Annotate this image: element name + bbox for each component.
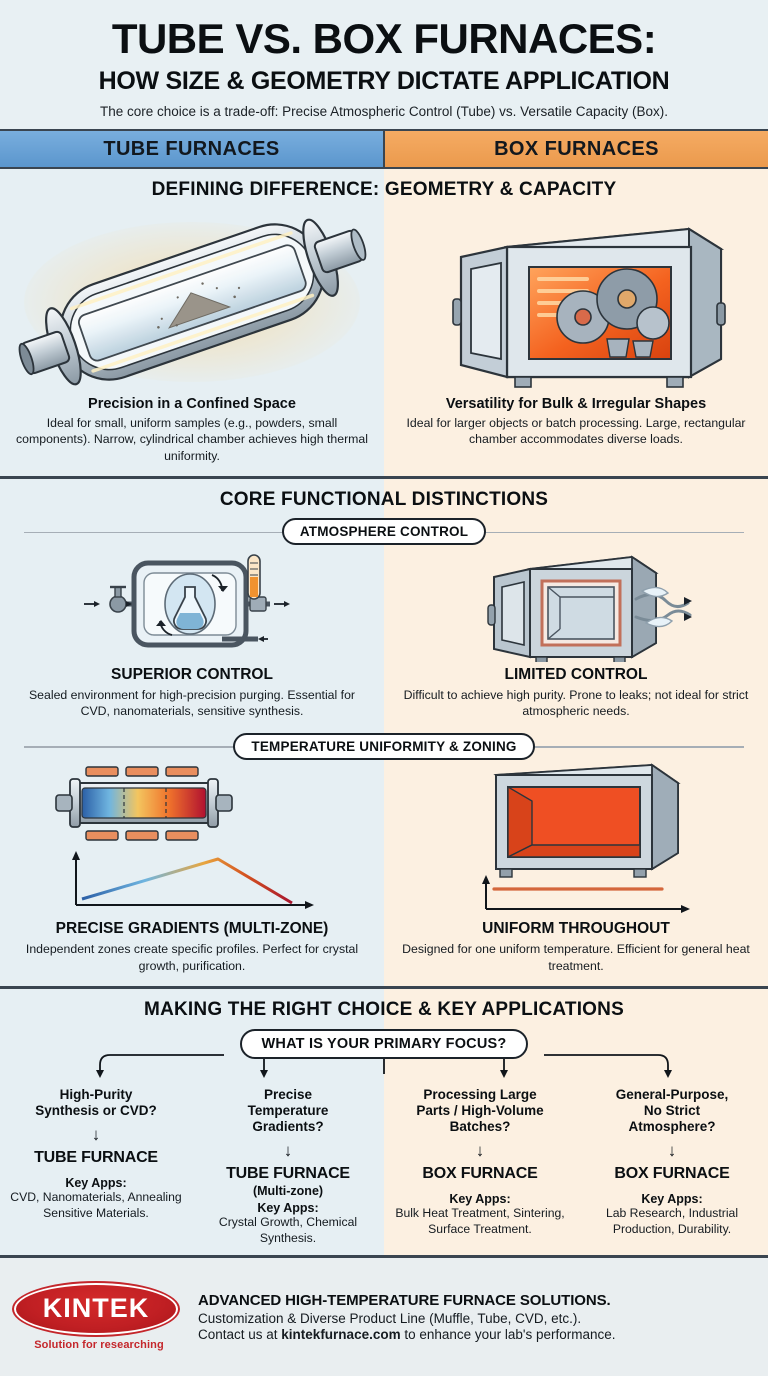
- key-apps-body: Lab Research, Industrial Production, Dur…: [605, 1206, 739, 1236]
- temperature-box-pane: UNIFORM THROUGHOUT Designed for one unif…: [384, 761, 768, 986]
- decision-branches: High-Purity Synthesis or CVD? ↓ TUBE FUR…: [0, 1087, 768, 1247]
- section-choice: MAKING THE RIGHT CHOICE & KEY APPLICATIO…: [0, 988, 768, 1255]
- footer-website-link[interactable]: kintekfurnace.com: [281, 1326, 401, 1342]
- uniform-box-chamber-icon: [384, 761, 768, 916]
- branch-answer: BOX FURNACE: [422, 1165, 538, 1183]
- footer-contact-post: to enhance your lab's performance.: [400, 1326, 616, 1342]
- section-divider-2: [0, 985, 768, 989]
- key-apps-body: CVD, Nanomaterials, Annealing Sensitive …: [10, 1190, 182, 1220]
- key-apps-body: Crystal Growth, Chemical Synthesis.: [218, 1215, 358, 1245]
- section-geometry: DEFINING DIFFERENCE: GEOMETRY & CAPACITY: [0, 169, 768, 476]
- geometry-tube-caption: Precision in a Confined Space Ideal for …: [0, 392, 384, 476]
- atmosphere-pill: ATMOSPHERE CONTROL: [281, 518, 487, 546]
- section-choice-title: MAKING THE RIGHT CHOICE & KEY APPLICATIO…: [144, 998, 624, 1020]
- temperature-tube-pane: PRECISE GRADIENTS (MULTI-ZONE) Independe…: [0, 761, 384, 986]
- atmosphere-tube-pane: SUPERIOR CONTROL Sealed environment for …: [0, 546, 384, 732]
- temperature-pill: TEMPERATURE UNIFORMITY & ZONING: [233, 732, 535, 760]
- temperature-box-body: Designed for one uniform temperature. Ef…: [402, 942, 750, 973]
- atmosphere-box-caption: LIMITED CONTROL Difficult to achieve hig…: [384, 662, 768, 731]
- section-divider-1: [0, 475, 768, 479]
- atmosphere-box-pane: LIMITED CONTROL Difficult to achieve hig…: [384, 546, 768, 732]
- kintek-logo: KINTEK Solution for researching: [12, 1280, 184, 1351]
- section-core: CORE FUNCTIONAL DISTINCTIONS ATMOSPHERE …: [0, 478, 768, 986]
- branch-answer: BOX FURNACE: [614, 1165, 730, 1183]
- atmosphere-pill-row: ATMOSPHERE CONTROL: [0, 517, 768, 547]
- section-core-title: CORE FUNCTIONAL DISTINCTIONS: [219, 488, 549, 510]
- hero-header: TUBE VS. BOX FURNACES: HOW SIZE & GEOMET…: [0, 0, 768, 130]
- branch-question: Precise Temperature Gradients?: [247, 1086, 329, 1135]
- sealed-chamber-diagram-icon: [0, 547, 384, 662]
- tree-connectors: [0, 1053, 768, 1087]
- atmosphere-box-heading: LIMITED CONTROL: [504, 665, 648, 683]
- multizone-tube-gradient-icon: [0, 761, 384, 916]
- column-header-tube: TUBE FURNACES: [0, 131, 385, 168]
- branch-question: General-Purpose, No Strict Atmosphere?: [615, 1086, 729, 1135]
- key-apps-label: Key Apps:: [65, 1176, 127, 1191]
- down-arrow-icon: ↓: [475, 1141, 485, 1161]
- key-apps-label: Key Apps:: [257, 1201, 319, 1216]
- page-title: TUBE VS. BOX FURNACES:: [111, 15, 657, 62]
- tube-furnace-illustration: [0, 207, 384, 392]
- temperature-pill-row: TEMPERATURE UNIFORMITY & ZONING: [0, 731, 768, 762]
- footer: KINTEK Solution for researching ADVANCED…: [0, 1254, 768, 1376]
- primary-focus-pill-row: WHAT IS YOUR PRIMARY FOCUS?: [0, 1027, 768, 1061]
- page-subtitle: HOW SIZE & GEOMETRY DICTATE APPLICATION: [98, 67, 670, 95]
- geometry-box-body: Ideal for larger objects or batch proces…: [406, 416, 746, 447]
- geometry-box-pane: Versatility for Bulk & Irregular Shapes …: [384, 207, 768, 476]
- geometry-box-heading: Versatility for Bulk & Irregular Shapes: [445, 396, 707, 413]
- decision-branch: High-Purity Synthesis or CVD? ↓ TUBE FUR…: [0, 1087, 192, 1247]
- key-apps-body: Bulk Heat Treatment, Sintering, Surface …: [395, 1206, 565, 1236]
- section-geometry-title: DEFINING DIFFERENCE: GEOMETRY & CAPACITY: [151, 179, 617, 201]
- leaky-box-furnace-icon: [384, 547, 768, 662]
- temperature-tube-caption: PRECISE GRADIENTS (MULTI-ZONE) Independe…: [0, 916, 384, 985]
- footer-line-1: ADVANCED HIGH-TEMPERATURE FURNACE SOLUTI…: [198, 1291, 611, 1309]
- kintek-tagline: Solution for researching: [34, 1338, 164, 1351]
- branch-question: Processing Large Parts / High-Volume Bat…: [416, 1086, 544, 1135]
- footer-line-2: Customization & Diverse Product Line (Mu…: [198, 1310, 582, 1326]
- down-arrow-icon: ↓: [91, 1125, 101, 1145]
- key-apps-label: Key Apps:: [641, 1192, 703, 1207]
- branch-answer: TUBE FURNACE: [34, 1149, 158, 1167]
- key-apps-label: Key Apps:: [449, 1192, 511, 1207]
- temperature-tube-heading: PRECISE GRADIENTS (MULTI-ZONE): [55, 920, 329, 938]
- temperature-tube-body: Independent zones create specific profil…: [25, 942, 359, 973]
- atmosphere-box-body: Difficult to achieve high purity. Prone …: [403, 687, 749, 719]
- branch-answer: TUBE FURNACE: [226, 1165, 350, 1183]
- hero-tagline: The core choice is a trade-off: Precise …: [100, 104, 668, 120]
- geometry-tube-body: Ideal for small, uniform samples (e.g., …: [16, 416, 368, 463]
- kintek-wordmark: KINTEK: [12, 1280, 180, 1337]
- temperature-box-heading: UNIFORM THROUGHOUT: [482, 920, 670, 938]
- primary-focus-pill: WHAT IS YOUR PRIMARY FOCUS?: [239, 1028, 529, 1059]
- footer-line-3: Contact us at kintekfurnace.com to enhan…: [198, 1327, 750, 1342]
- branch-answer-sub: (Multi-zone): [252, 1184, 324, 1199]
- geometry-tube-pane: Precision in a Confined Space Ideal for …: [0, 207, 384, 476]
- footer-text: ADVANCED HIGH-TEMPERATURE FURNACE SOLUTI…: [198, 1292, 750, 1342]
- atmosphere-tube-heading: SUPERIOR CONTROL: [111, 665, 273, 683]
- decision-branch: Precise Temperature Gradients? ↓ TUBE FU…: [192, 1087, 384, 1247]
- atmosphere-tube-body: Sealed environment for high-precision pu…: [28, 687, 356, 719]
- branch-question: High-Purity Synthesis or CVD?: [35, 1086, 157, 1118]
- column-header-bar: TUBE FURNACES BOX FURNACES: [0, 129, 768, 170]
- atmosphere-tube-caption: SUPERIOR CONTROL Sealed environment for …: [0, 662, 384, 731]
- box-furnace-illustration: [384, 207, 768, 392]
- footer-contact-pre: Contact us at: [198, 1326, 282, 1342]
- down-arrow-icon: ↓: [667, 1141, 677, 1161]
- column-header-box: BOX FURNACES: [385, 131, 768, 168]
- temperature-box-caption: UNIFORM THROUGHOUT Designed for one unif…: [384, 916, 768, 985]
- decision-branch: Processing Large Parts / High-Volume Bat…: [384, 1087, 576, 1247]
- down-arrow-icon: ↓: [283, 1141, 293, 1161]
- decision-branch: General-Purpose, No Strict Atmosphere? ↓…: [576, 1087, 768, 1247]
- geometry-box-caption: Versatility for Bulk & Irregular Shapes …: [384, 392, 768, 459]
- geometry-tube-heading: Precision in a Confined Space: [88, 396, 296, 413]
